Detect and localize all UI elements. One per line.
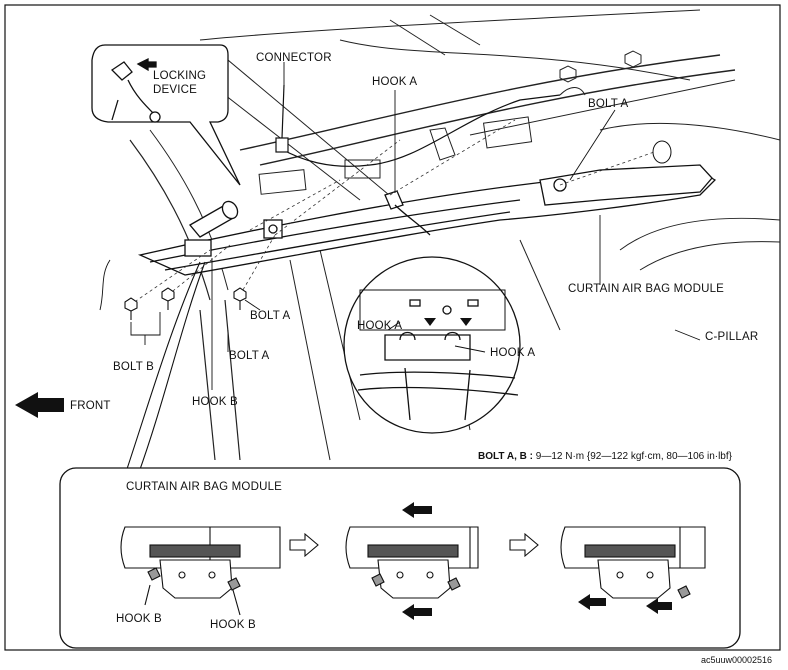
- hook-a-arrow-icon: [424, 318, 436, 326]
- c-pillar-label: C-PILLAR: [705, 331, 759, 343]
- bolt-a-label-mid: BOLT A: [250, 310, 291, 322]
- locking-direction-arrow-icon: [136, 57, 157, 72]
- bolt-a-label-top: BOLT A: [588, 98, 629, 110]
- connector-label: CONNECTOR: [256, 52, 332, 64]
- direction-arrow-icon-3: [578, 594, 606, 610]
- device-label: DEVICE: [153, 84, 198, 96]
- front-arrow-icon: [15, 392, 64, 418]
- front-label: FRONT: [70, 400, 111, 412]
- direction-arrow-icon-2: [402, 604, 432, 620]
- hook-a-detail-left-label: HOOK A: [357, 320, 403, 332]
- bolt-icons: [124, 287, 247, 320]
- step-arrow-icon: [289, 532, 319, 558]
- bolt-a-label-low: BOLT A: [229, 350, 270, 362]
- step-arrow-icon-2: [509, 532, 539, 558]
- hook-b-left-label: HOOK B: [116, 613, 162, 625]
- step-3-illustration: [560, 526, 706, 614]
- curtain-module-label: CURTAIN AIR BAG MODULE: [568, 283, 725, 295]
- hook-b-right-label: HOOK B: [210, 619, 256, 631]
- detail-leader: [124, 261, 206, 476]
- hook-a-label-top: HOOK A: [372, 76, 418, 88]
- assembly-guide-lines: [129, 119, 661, 306]
- locking-label: LOCKING: [153, 70, 207, 82]
- torque-value: 9—12 N·m {92—122 kgf·cm, 80—106 in·lbf}: [535, 451, 732, 462]
- step-1-illustration: [120, 526, 281, 616]
- direction-arrow-icon-4: [646, 598, 672, 614]
- direction-arrow-icon: [402, 502, 432, 518]
- curtain-airbag-module: [137, 164, 717, 276]
- torque-spec: BOLT A, B : 9—12 N·m {92—122 kgf·cm, 80—…: [478, 451, 732, 463]
- hook-b-label-main: HOOK B: [192, 396, 238, 408]
- bolt-b-label: BOLT B: [113, 361, 155, 373]
- leader-lines: [99, 62, 701, 390]
- hook-a-detail-right-label: HOOK A: [490, 347, 536, 359]
- torque-prefix: BOLT A, B :: [478, 451, 536, 462]
- hook-b-release-panel: [59, 467, 741, 649]
- bolt-a-rear-icon: [652, 140, 672, 164]
- hook-a-detail-callout: [343, 204, 521, 434]
- step-2-illustration: [345, 502, 479, 620]
- figure-code: ac5uuw00002516: [701, 655, 773, 665]
- panel-title: CURTAIN AIR BAG MODULE: [126, 481, 283, 493]
- locking-device-callout: [91, 44, 241, 186]
- connector-cable: [275, 84, 561, 167]
- figure-border: [4, 4, 781, 651]
- hook-a-arrow-icon-2: [460, 318, 472, 326]
